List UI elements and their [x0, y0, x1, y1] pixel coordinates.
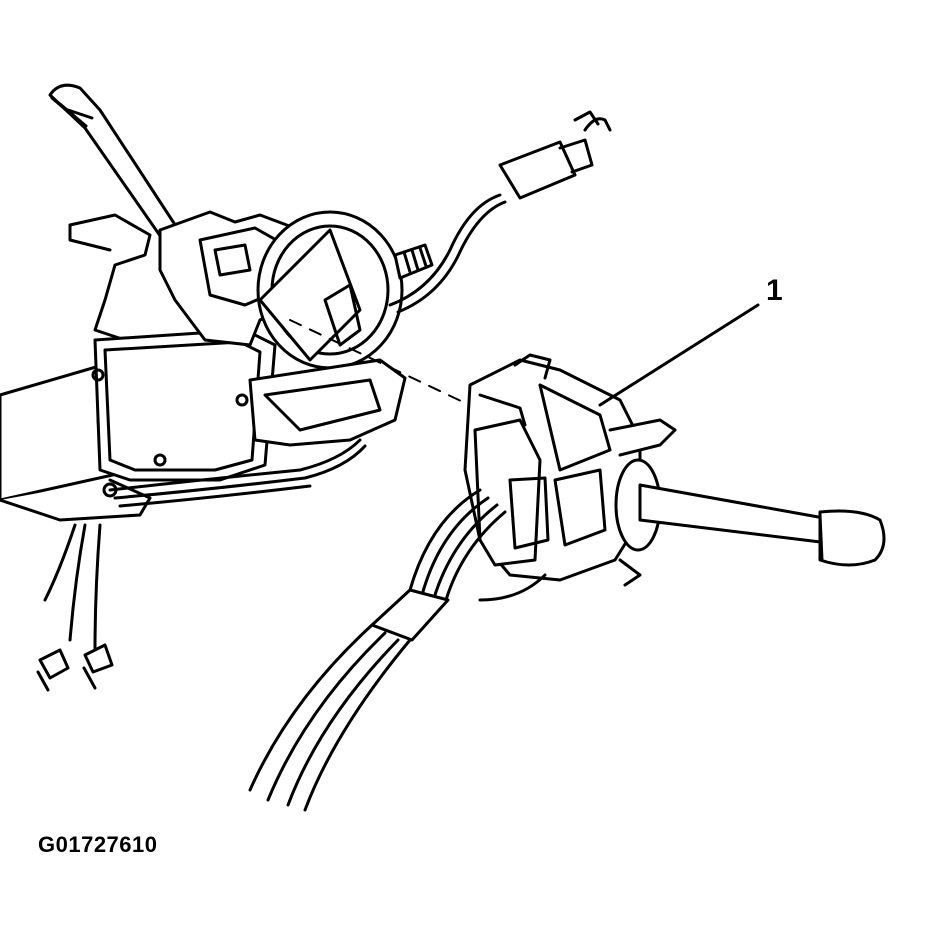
- switch-wiring-harness: [248, 488, 547, 812]
- multifunction-switch: [463, 353, 677, 587]
- column-housing: [91, 328, 277, 498]
- left-bracket: [68, 213, 152, 342]
- callout-leader-line: [598, 303, 760, 407]
- turn-signal-lever: [614, 458, 886, 567]
- figure-id-code: G01727610: [38, 832, 158, 857]
- ground-terminals: [36, 643, 114, 692]
- steering-shaft: [393, 243, 434, 280]
- lower-bracket-plate: [248, 358, 407, 447]
- clock-spring: [256, 210, 404, 370]
- column-wiring-harness: [43, 438, 367, 652]
- callout-label-1: 1: [766, 274, 783, 307]
- clock-spring-pigtail: [388, 110, 612, 314]
- alignment-line: [289, 319, 481, 411]
